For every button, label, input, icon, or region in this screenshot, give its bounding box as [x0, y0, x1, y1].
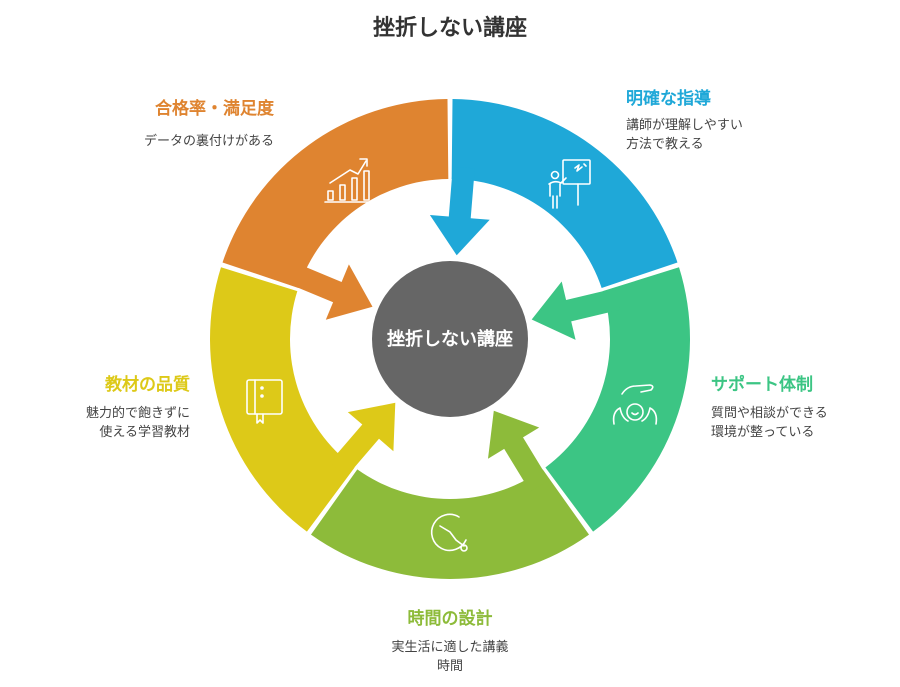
- support-desc-line-1: 質問や相談ができる: [711, 406, 828, 421]
- materials-desc-line-1: 魅力的で飽きずに: [85, 406, 190, 421]
- guidance-desc-line-1: 講師が理解しやすい: [626, 118, 743, 133]
- support-desc-line-2: 環境が整っている: [711, 425, 815, 440]
- results-desc-line-1: データの裏付けがある: [143, 134, 274, 149]
- center-label: 挫折しない講座: [387, 329, 513, 350]
- materials-arrow: [329, 402, 396, 477]
- clock-icon: [430, 513, 468, 552]
- support-title: サポート体制: [711, 375, 813, 395]
- guidance-desc-line-2: 方法で教える: [626, 137, 704, 152]
- results-arrow: [287, 262, 373, 320]
- time-desc-line-2: 時間: [436, 659, 463, 674]
- results-title: 合格率・満足度: [155, 99, 274, 119]
- time-arrow: [488, 410, 549, 492]
- materials-title: 教材の品質: [105, 375, 190, 395]
- time-segment: [310, 469, 590, 579]
- guidance-segment: [451, 99, 678, 288]
- time-desc-line-1: 実生活に適した講義: [391, 640, 509, 655]
- time-title: 時間の設計: [407, 609, 493, 629]
- results-segment: [222, 99, 449, 288]
- guidance-arrow: [429, 166, 490, 256]
- growth-chart-icon: [324, 158, 374, 203]
- book-icon: [246, 379, 283, 424]
- guidance-title: 明確な指導: [626, 89, 711, 109]
- arrows-layer: [287, 166, 620, 492]
- hand-support-icon: [612, 384, 658, 425]
- teacher-board-icon: [548, 159, 591, 209]
- page-title: 挫折しない講座: [372, 16, 527, 41]
- support-segment: [545, 267, 690, 532]
- center-circle: [372, 261, 528, 417]
- support-arrow: [531, 281, 620, 340]
- materials-desc-line-2: 使える学習教材: [99, 425, 190, 440]
